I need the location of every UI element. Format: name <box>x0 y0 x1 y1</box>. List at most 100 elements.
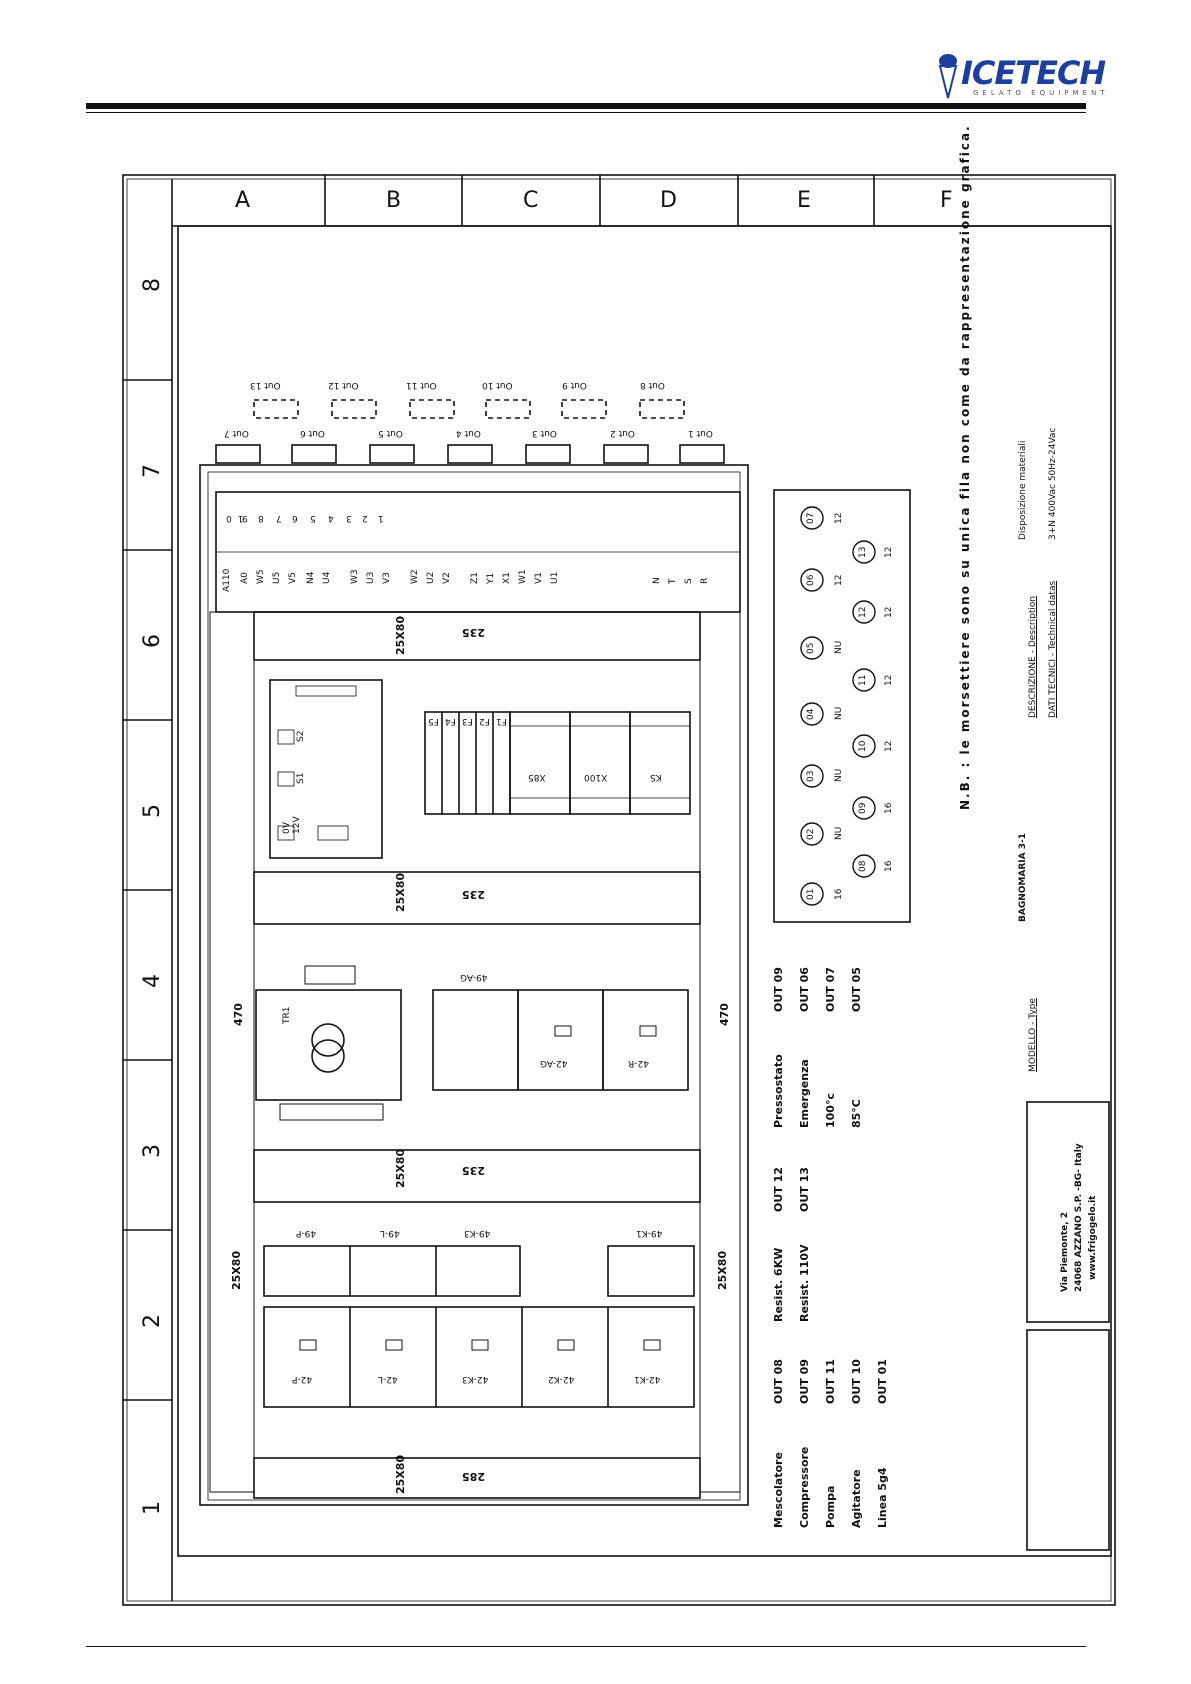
terminal-label: U5 <box>272 571 282 584</box>
out-label: Out 5 <box>378 428 403 438</box>
pin-value: NU <box>834 826 844 840</box>
pin-value: 12 <box>884 674 894 686</box>
duct-label: 25X80 <box>394 872 407 912</box>
duct-label: 25X80 <box>394 615 407 655</box>
terminal-number: 10 <box>220 513 244 523</box>
out-label: Out 1 <box>688 428 713 438</box>
legend-name: Emergenza <box>798 1059 811 1128</box>
dim-label: 470 <box>718 1003 731 1026</box>
contactor-label: 42-L <box>378 1374 398 1384</box>
overload-49-k1 <box>607 1245 695 1297</box>
pin-number: 02 <box>806 828 816 840</box>
out-label: Out 12 <box>328 380 359 390</box>
contactor-label: 42-AG <box>540 1058 568 1068</box>
header-rule-thin <box>86 112 1086 113</box>
terminal-label: V3 <box>382 572 392 584</box>
terminal-label: U4 <box>322 571 332 584</box>
terminal-label: X1 <box>502 572 512 584</box>
terminal-label: W5 <box>256 569 266 584</box>
grid-row-3: 3 <box>140 1144 165 1158</box>
contactor-49-ag <box>432 989 519 1091</box>
dim-label: 235 <box>462 626 485 639</box>
grid-row-1: 1 <box>140 1501 165 1515</box>
ice-cream-icon <box>938 54 958 99</box>
model-value: BAGNOMARIA 3-1 <box>1018 833 1028 922</box>
contactor-label: 42-K2 <box>548 1374 575 1384</box>
legend-name: 85°C <box>850 1099 863 1128</box>
psu-s2: S2 <box>296 730 306 742</box>
legend-name: Compressore <box>798 1446 811 1528</box>
pin-value: 16 <box>834 888 844 900</box>
brand-logo: ICETECH GELATO EQUIPMENT <box>933 52 1133 104</box>
legend-name: Pompa <box>824 1485 837 1528</box>
grid-row-7: 7 <box>140 464 165 478</box>
duct-label: 25X80 <box>716 1250 729 1290</box>
connector-box <box>773 489 911 923</box>
pin-number: 01 <box>806 888 816 900</box>
pin-number: 10 <box>858 740 868 752</box>
address-line-2: 24068 AZZANO S.P. -BG- Italy <box>1074 1143 1084 1292</box>
fuse-label: F5 <box>428 716 439 726</box>
connector-pins <box>800 506 876 906</box>
legend-name: Mescolatore <box>772 1452 785 1528</box>
terminal-label: V1 <box>534 572 544 584</box>
brand-tagline: GELATO EQUIPMENT <box>973 89 1109 97</box>
legend-out: OUT 12 <box>772 1167 785 1212</box>
legend-out: OUT 06 <box>798 967 811 1012</box>
duct-label: 25X80 <box>394 1454 407 1494</box>
legend-out: OUT 10 <box>850 1359 863 1404</box>
terminal-label: R <box>700 577 710 584</box>
description-label: DESCRIZIONE - Description <box>1028 595 1038 718</box>
pin-value: 12 <box>884 546 894 558</box>
pin-value: 12 <box>834 512 844 524</box>
pin-value: 16 <box>884 860 894 872</box>
terminal-label: T <box>668 578 678 585</box>
terminal-label: Y1 <box>486 572 496 584</box>
terminal-label: U1 <box>550 571 560 584</box>
dim-label: 235 <box>462 1164 485 1177</box>
out-label: Out 9 <box>562 380 587 390</box>
overload-label: 49-P <box>296 1228 317 1238</box>
legend-out: OUT 11 <box>824 1359 837 1404</box>
legend-out: OUT 13 <box>798 1167 811 1212</box>
pin-number: 07 <box>806 512 816 524</box>
grid-row-8: 8 <box>140 278 165 292</box>
overload-label: 49-L <box>380 1228 400 1238</box>
out-label: Out 3 <box>532 428 557 438</box>
logo-box <box>1026 1329 1110 1551</box>
model-label: MODELLO - Type <box>1028 998 1038 1072</box>
terminal-label: U3 <box>366 571 376 584</box>
power-supply <box>269 679 383 859</box>
legend-name: Agitatore <box>850 1469 863 1528</box>
out-label: Out 10 <box>482 380 513 390</box>
terminal-number: 5 <box>310 513 316 523</box>
tech-data-value: 3+N 400Vac 50Hz-24Vac <box>1048 427 1058 540</box>
dim-label: 235 <box>462 888 485 901</box>
tech-data-label: DATI TECNICI - Technical datas <box>1048 580 1058 718</box>
terminal-number: 3 <box>346 513 352 523</box>
pin-number: 13 <box>858 546 868 558</box>
address-box <box>1026 1101 1110 1323</box>
cabinet-plate <box>199 464 749 1506</box>
brand-name: ICETECH <box>961 54 1106 92</box>
fuse-label: F2 <box>479 716 490 726</box>
terminal-number: 9 <box>242 513 248 523</box>
contactor-42-r <box>602 989 689 1091</box>
contactor-label: 42-R <box>628 1058 649 1068</box>
terminal-label: S <box>684 578 694 584</box>
fuse-label: F4 <box>445 716 456 726</box>
terminal-label: V2 <box>442 572 452 584</box>
psu-label: 12V <box>292 816 302 834</box>
contactor-row <box>263 1306 695 1408</box>
grid-row-4: 4 <box>140 974 165 988</box>
dim-label: 470 <box>232 1003 245 1026</box>
overload-label: 49-K1 <box>636 1228 663 1238</box>
overload-row <box>263 1245 521 1297</box>
pin-number: 03 <box>806 770 816 782</box>
terminal-label: W2 <box>410 569 420 584</box>
legend-name: Resist. 110V <box>798 1244 811 1322</box>
terminal-label: W3 <box>350 569 360 584</box>
terminal-number: 6 <box>292 513 298 523</box>
pin-number: 08 <box>858 860 868 872</box>
description-value: Disposizione materiali <box>1018 440 1028 540</box>
